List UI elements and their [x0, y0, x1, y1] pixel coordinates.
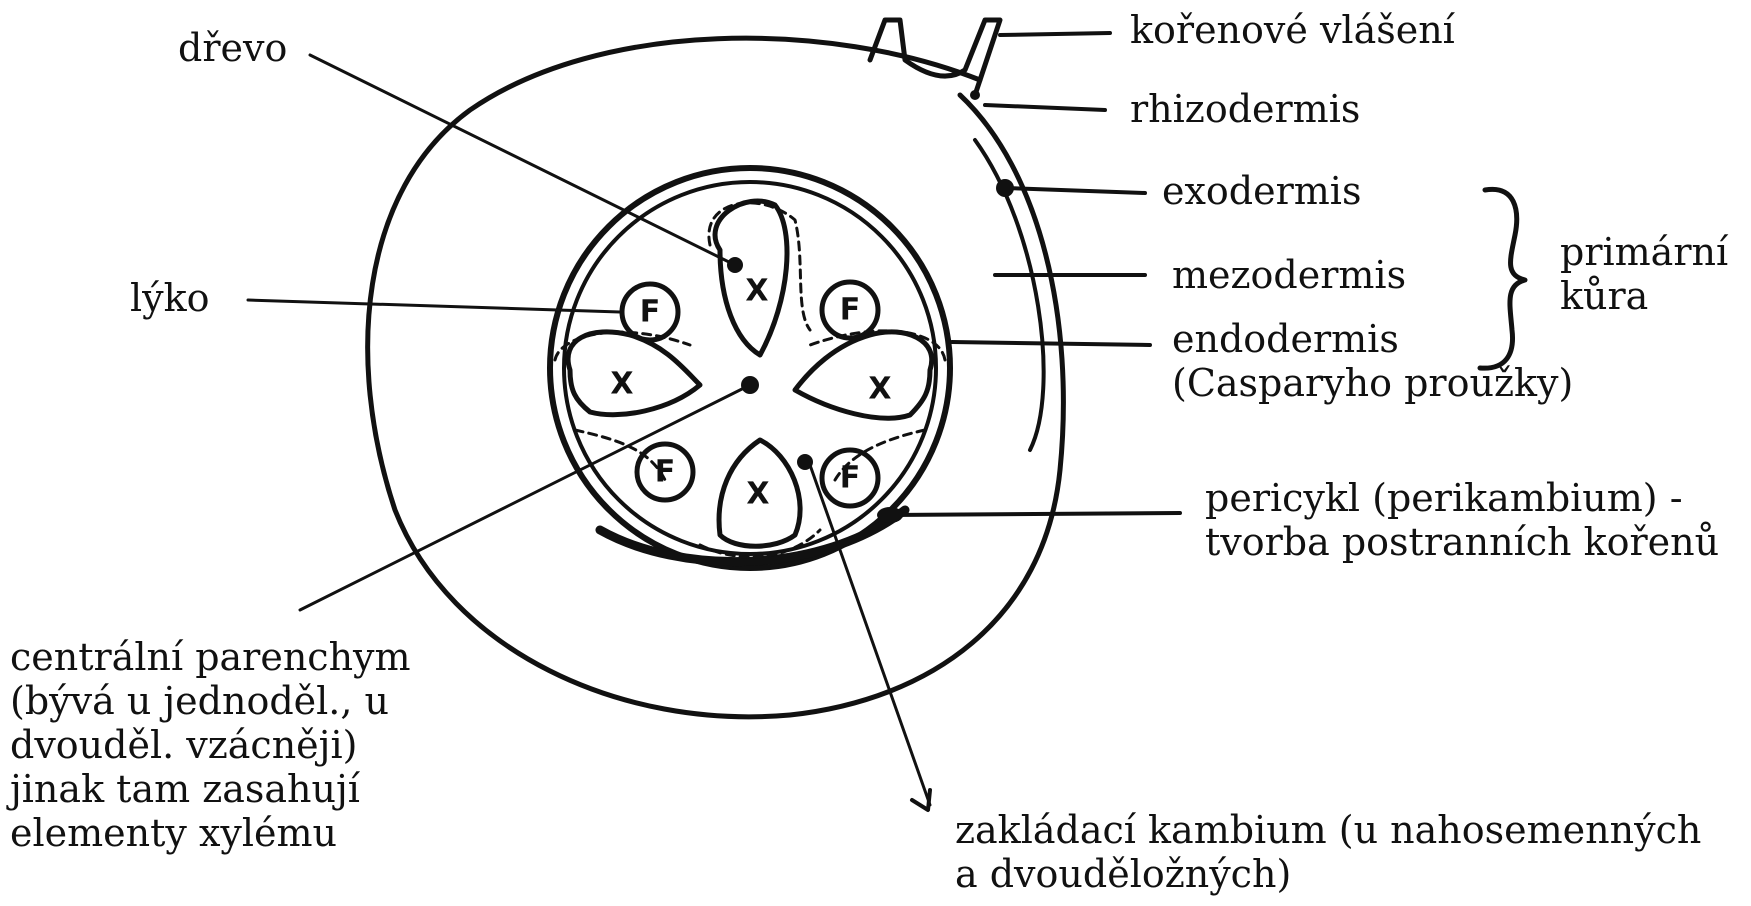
label-exodermis: exodermis [1162, 169, 1361, 213]
label-pericykl: pericykl (perikambium) - tvorba postrann… [1205, 476, 1719, 564]
label-lyko: lýko [130, 276, 210, 320]
leader-endodermis [952, 342, 1150, 345]
xylem-lobe-right [795, 332, 932, 418]
label-primarni-kura: primární kůra [1560, 230, 1728, 318]
phloem-mark-top-left: F [640, 295, 661, 330]
dot-drevo [727, 257, 743, 273]
phloem-mark-bottom-left: F [655, 455, 676, 490]
dot-centre [741, 376, 759, 394]
label-zakladaci-line2: a dvouděložných) [955, 852, 1701, 896]
dot-pericykl [877, 507, 903, 523]
label-endodermis-text: endodermis [1172, 317, 1573, 361]
label-rhizodermis-text: rhizodermis [1130, 87, 1360, 131]
xylem-mark-left: X [610, 367, 633, 402]
label-zakladaci-line1: zakládací kambium (u nahosemenných [955, 808, 1701, 852]
xylem-lobe-left [568, 332, 700, 415]
dot-zakladaci [797, 454, 813, 470]
xylem-mark-bottom: X [746, 477, 769, 512]
label-primarni-kura-line2: kůra [1560, 274, 1728, 318]
label-centralni-line5: elementy xylému [10, 811, 411, 855]
label-centralni-parenchym: centrální parenchym (bývá u jednoděl., u… [10, 635, 411, 855]
leader-rhizodermis [985, 105, 1105, 110]
label-mezodermis-text: mezodermis [1172, 253, 1406, 297]
label-lyko-text: lýko [130, 276, 210, 320]
dashed-boundary-lowleft [575, 430, 665, 480]
label-korenove-vlaseni: kořenové vlášení [1130, 8, 1455, 52]
label-mezodermis: mezodermis [1172, 253, 1406, 297]
leader-drevo [310, 55, 735, 265]
label-endodermis-note: (Casparyho proužky) [1172, 361, 1573, 405]
label-centralni-line1: centrální parenchym [10, 635, 411, 679]
label-centralni-line2: (bývá u jednoděl., u [10, 679, 411, 723]
leader-pericykl [890, 513, 1180, 515]
label-exodermis-text: exodermis [1162, 169, 1361, 213]
label-korenove-vlaseni-text: kořenové vlášení [1130, 8, 1455, 52]
dashed-boundary-top [709, 203, 810, 330]
label-endodermis: endodermis (Casparyho proužky) [1172, 317, 1573, 405]
label-drevo: dřevo [178, 26, 287, 70]
xylem-mark-top: X [745, 274, 768, 309]
phloem-mark-top-right: F [840, 293, 861, 328]
xylem-mark-right: X [868, 372, 891, 407]
label-drevo-text: dřevo [178, 26, 287, 70]
label-zakladaci-kambium: zakládací kambium (u nahosemenných a dvo… [955, 808, 1701, 896]
leader-centralni [300, 385, 750, 610]
label-rhizodermis: rhizodermis [1130, 87, 1360, 131]
phloem-mark-bottom-right: F [840, 461, 861, 496]
label-centralni-line3: dvouděl. vzácněji) [10, 723, 411, 767]
root-hair [870, 20, 1000, 95]
leader-korenove-vlaseni [1000, 33, 1110, 35]
label-pericykl-line2: tvorba postranních kořenů [1205, 520, 1719, 564]
label-primarni-kura-line1: primární [1560, 230, 1728, 274]
dot-rhizodermis [970, 90, 980, 100]
dot-exodermis [996, 179, 1014, 197]
rhizodermis-outline [368, 38, 1064, 717]
label-centralni-line4: jinak tam zasahují [10, 767, 411, 811]
label-pericykl-line1: pericykl (perikambium) - [1205, 476, 1719, 520]
